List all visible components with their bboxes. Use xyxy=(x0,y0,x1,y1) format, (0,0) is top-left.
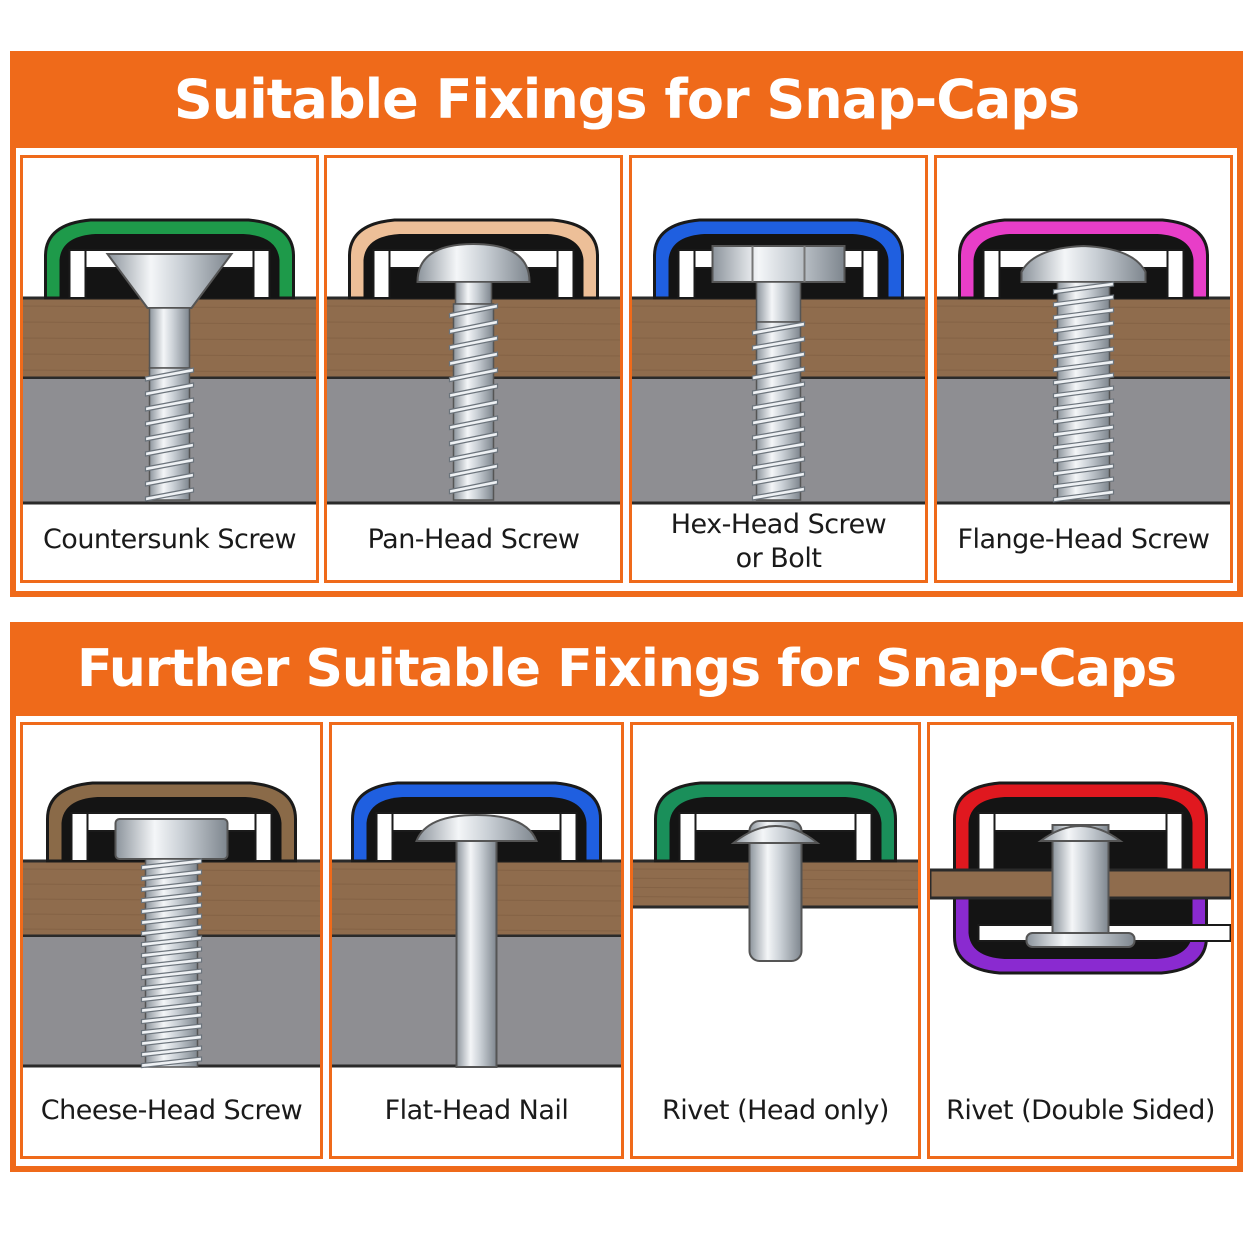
panel-pan-head-screw: Pan-Head Screw xyxy=(324,155,623,583)
panel-rivet-double-sided: Rivet (Double Sided) xyxy=(927,722,1234,1159)
hex-head xyxy=(711,245,846,283)
panel-cheese-head-screw: Cheese-Head Screw xyxy=(20,722,323,1159)
hex-head-screw-icon xyxy=(632,218,925,505)
panel-countersunk-screw: Countersunk Screw xyxy=(20,155,319,583)
panel-label: Flange-Head Screw xyxy=(957,524,1210,555)
screw-head xyxy=(105,253,234,309)
panel-label: Countersunk Screw xyxy=(42,524,297,555)
flange-head xyxy=(1020,244,1147,283)
rivet-washer xyxy=(1025,932,1136,948)
nail-shank xyxy=(455,840,498,1068)
rivet-double-sided-icon xyxy=(930,781,1231,975)
cheese-head xyxy=(114,818,229,860)
screw-head xyxy=(416,242,531,283)
section-frame-1 xyxy=(10,148,1243,597)
panel-label: Rivet (Double Sided) xyxy=(946,1095,1215,1126)
panel-flat-head-nail: Flat-Head Nail xyxy=(329,722,624,1159)
rivet-shank xyxy=(748,820,803,962)
section-frame-2 xyxy=(10,716,1243,1172)
rivet-shank xyxy=(1051,824,1110,936)
panel-label-line-2: or Bolt xyxy=(735,543,822,574)
rivet-head-only-icon xyxy=(633,781,918,962)
panel-rivet-head-only: Rivet (Head only) xyxy=(630,722,921,1159)
panel-label: Rivet (Head only) xyxy=(662,1095,889,1126)
rivet-head xyxy=(730,825,821,844)
panel-flange-head-screw: Flange-Head Screw xyxy=(934,155,1233,583)
rivet-head xyxy=(1037,825,1124,842)
panel-label: Flat-Head Nail xyxy=(384,1095,569,1126)
panel-label: Cheese-Head Screw xyxy=(40,1095,303,1126)
section-title-2: Further Suitable Fixings for Snap-Caps xyxy=(10,622,1243,716)
pan-head-screw-icon xyxy=(327,218,620,505)
flat-head-nail-icon xyxy=(332,781,621,1068)
nail-head xyxy=(415,813,538,842)
section-title-1: Suitable Fixings for Snap-Caps xyxy=(10,51,1243,148)
panel-label-line-1: Hex-Head Screw xyxy=(670,509,887,540)
panel-label: Pan-Head Screw xyxy=(367,524,580,555)
cheese-head-screw-icon xyxy=(23,781,320,1069)
panel-hex-head-screw: Hex-Head Screw or Bolt xyxy=(629,155,928,583)
countersunk-screw-icon xyxy=(23,218,316,505)
flange-head-screw-icon xyxy=(937,218,1230,505)
